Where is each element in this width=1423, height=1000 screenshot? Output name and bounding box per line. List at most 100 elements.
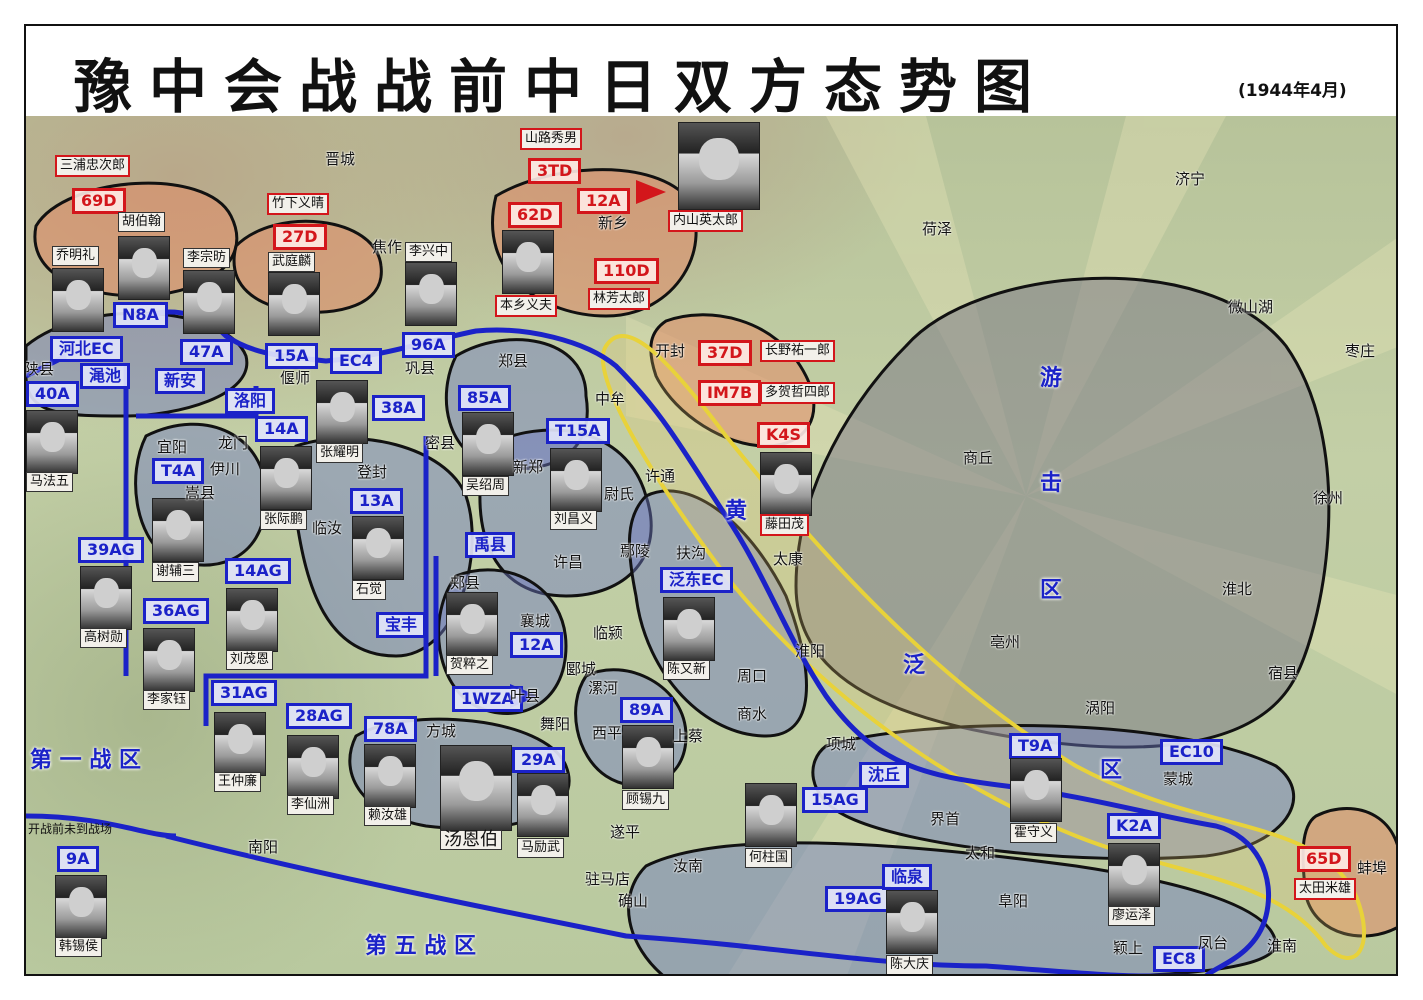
commander-portrait	[364, 744, 416, 808]
chinese-unit-label: 38A	[372, 395, 425, 421]
japanese-unit-label: 110D	[594, 258, 659, 284]
chinese-unit-label: T15A	[546, 418, 610, 444]
chinese-commander-name: 张耀明	[316, 443, 364, 463]
commander-portrait	[405, 262, 457, 326]
chinese-commander-name: 石觉	[352, 580, 387, 600]
place-name: 伊川	[210, 460, 241, 478]
chinese-commander-name: 廖运泽	[1108, 906, 1156, 926]
japanese-unit-label: K4S	[757, 422, 811, 448]
japanese-commander-name: 内山英太郎	[668, 210, 744, 232]
region-label: 第 一 战 区	[30, 747, 141, 773]
commander-portrait	[214, 712, 266, 776]
region-label: 泛	[903, 652, 926, 678]
place-name: 偃师	[280, 369, 311, 387]
chinese-commander-name: 顾锡九	[622, 790, 670, 810]
commander-portrait	[745, 783, 797, 847]
japanese-commander-name: 太田米雄	[1294, 878, 1357, 900]
commander-portrait	[143, 628, 195, 692]
commander-portrait	[462, 412, 514, 476]
place-name: 徐州	[1313, 489, 1344, 507]
place-name: 周口	[737, 667, 768, 685]
place-name: 尉氏	[604, 485, 635, 503]
place-name: 焦作	[372, 238, 403, 256]
chinese-unit-label: 19AG	[825, 886, 891, 912]
chinese-unit-label: EC10	[1160, 739, 1223, 765]
chinese-unit-label: N8A	[113, 302, 168, 328]
japanese-commander-name: 山路秀男	[520, 128, 583, 150]
japanese-unit-label: 65D	[1297, 846, 1351, 872]
commander-portrait	[440, 745, 512, 831]
place-name: 叶县	[510, 687, 541, 705]
commander-portrait	[80, 566, 132, 630]
place-name: 密县	[425, 434, 456, 452]
zones-layer	[26, 116, 1396, 974]
place-name: 上蔡	[673, 727, 704, 745]
region-label: 第 五 战 区	[365, 933, 476, 959]
place-name: 涡阳	[1085, 699, 1116, 717]
chinese-unit-label: 宝丰	[376, 612, 427, 638]
commander-portrait	[226, 588, 278, 652]
chinese-unit-label: 12A	[510, 632, 563, 658]
commander-portrait	[678, 122, 760, 210]
japanese-commander-name: 竹下义晴	[267, 193, 330, 215]
chinese-unit-label: 96A	[402, 332, 455, 358]
chinese-commander-name: 陈大庆	[886, 955, 934, 974]
place-name: 郾城	[566, 660, 597, 678]
place-name: 方城	[426, 722, 457, 740]
chinese-commander-name: 刘茂恩	[226, 650, 274, 670]
place-name: 枣庄	[1345, 342, 1376, 360]
japanese-unit-label: 3TD	[528, 158, 582, 184]
commander-portrait	[183, 270, 235, 334]
chinese-unit-label: 39AG	[78, 537, 144, 563]
chinese-unit-label: 28AG	[286, 703, 352, 729]
chinese-unit-label: 15A	[265, 343, 318, 369]
commander-portrait	[886, 890, 938, 954]
place-name: 淮阳	[795, 642, 826, 660]
chinese-unit-label: 14AG	[225, 558, 291, 584]
chinese-unit-label: 13A	[350, 488, 403, 514]
commander-portrait	[26, 410, 78, 474]
map-frame: 豫中会战战前中日双方态势图 (1944年4月)	[24, 24, 1398, 976]
place-name: 新郑	[513, 458, 544, 476]
place-name: 新乡	[598, 214, 629, 232]
place-name: 陕县	[26, 360, 55, 378]
chinese-unit-label: T4A	[152, 458, 205, 484]
place-name: 确山	[618, 892, 649, 910]
chinese-commander-name: 张际鹏	[260, 510, 308, 530]
chinese-commander-name: 刘昌义	[550, 510, 598, 530]
commander-portrait	[316, 380, 368, 444]
chinese-commander-name: 何柱国	[745, 848, 793, 868]
place-name: 淮北	[1222, 580, 1253, 598]
region-label: 击	[1040, 470, 1063, 496]
place-name: 西平	[592, 724, 623, 742]
chinese-unit-label: 85A	[458, 385, 511, 411]
place-name: 郑县	[498, 352, 529, 370]
chinese-unit-label: 15AG	[802, 787, 868, 813]
place-name: 鄢陵	[620, 542, 651, 560]
place-name: 商丘	[963, 449, 994, 467]
chinese-unit-label: 沈丘	[859, 762, 910, 788]
place-name: 蚌埠	[1357, 859, 1388, 877]
japanese-advance-arrow	[636, 180, 666, 204]
chinese-unit-label: 36AG	[143, 598, 209, 624]
place-name: 舞阳	[540, 715, 571, 733]
commander-portrait	[55, 875, 107, 939]
chinese-commander-name: 高树勋	[80, 628, 128, 648]
place-name: 许通	[645, 467, 676, 485]
commander-portrait	[622, 725, 674, 789]
commander-portrait	[663, 597, 715, 661]
place-name: 许昌	[553, 553, 584, 571]
place-name: 宿县	[1268, 664, 1299, 682]
chinese-unit-label: T9A	[1009, 733, 1062, 759]
place-name: 漯河	[588, 679, 619, 697]
commander-portrait	[152, 498, 204, 562]
chinese-commander-name: 谢辅三	[152, 562, 200, 582]
guerrilla-zone	[794, 276, 1331, 749]
japanese-commander-name: 长野祐一郎	[760, 340, 836, 362]
place-name: 阜阳	[998, 892, 1029, 910]
chinese-unit-label: EC8	[1153, 946, 1205, 972]
place-name: 荷泽	[922, 220, 953, 238]
chinese-unit-label: 临泉	[882, 864, 933, 890]
commander-portrait	[352, 516, 404, 580]
